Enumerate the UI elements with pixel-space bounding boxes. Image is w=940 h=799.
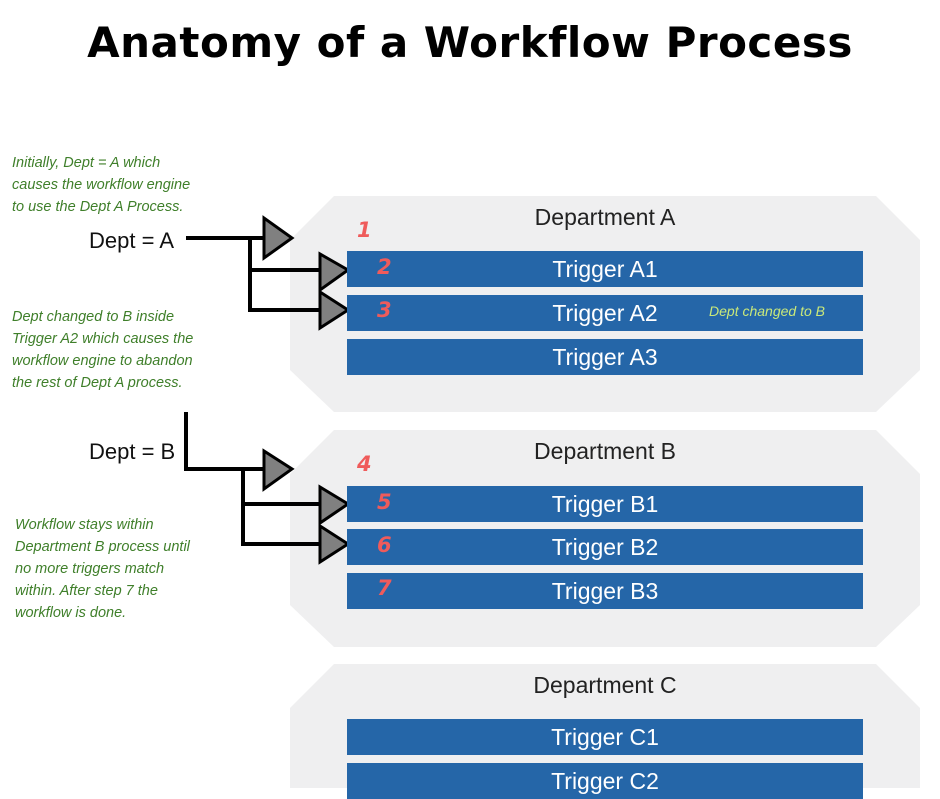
dept-a-flow-connector (186, 236, 320, 312)
trigger-a2: Trigger A2 Dept changed to B (347, 295, 863, 331)
trigger-label: Trigger B3 (551, 577, 659, 604)
trigger-label: Trigger B2 (551, 533, 659, 560)
note-changed: Dept changed to B inside Trigger A2 whic… (12, 306, 193, 394)
trigger-b1: Trigger B1 (347, 486, 863, 522)
note-line: Trigger A2 which causes the (12, 331, 194, 347)
note-stays: Workflow stays within Department B proce… (15, 514, 190, 624)
trigger-label: Trigger B1 (551, 490, 659, 517)
dept-b-value: Dept = B (89, 439, 176, 464)
note-line: to use the Dept A Process. (12, 199, 184, 215)
department-c-label: Department C (533, 672, 677, 698)
note-line: Initially, Dept = A which (12, 155, 161, 171)
step-number: 6 (377, 533, 392, 557)
note-line: no more triggers match (15, 561, 165, 577)
department-b-label: Department B (534, 438, 676, 464)
arrowhead-icon (318, 484, 351, 526)
step-number: 5 (377, 490, 392, 514)
arrowhead-icon (318, 289, 351, 331)
trigger-b3: Trigger B3 (347, 573, 863, 609)
note-line: the rest of Dept A process. (12, 375, 183, 391)
step-number: 1 (357, 218, 372, 242)
arrowhead-icon (318, 523, 351, 565)
trigger-a2-note: Dept changed to B (709, 303, 825, 319)
dept-a-value: Dept = A (89, 228, 175, 253)
note-line: causes the workflow engine (12, 177, 191, 193)
arrowhead-icon (262, 215, 295, 261)
step-number: 7 (377, 576, 392, 600)
trigger-a1: Trigger A1 (347, 251, 863, 287)
trigger-c1: Trigger C1 (347, 719, 863, 755)
note-line: within. After step 7 the (15, 583, 158, 599)
department-a-label: Department A (534, 204, 676, 230)
trigger-label: Trigger A3 (552, 343, 658, 370)
trigger-c2: Trigger C2 (347, 763, 863, 799)
trigger-label: Trigger C1 (551, 723, 659, 750)
page-title: Anatomy of a Workflow Process (87, 18, 853, 67)
note-line: Dept changed to B inside (12, 309, 175, 325)
trigger-b2: Trigger B2 (347, 529, 863, 565)
trigger-label: Trigger A2 (552, 299, 658, 326)
arrowhead-icon (318, 251, 351, 293)
step-number: 2 (377, 255, 392, 279)
note-line: Workflow stays within (15, 517, 154, 533)
step-number: 3 (377, 298, 392, 322)
trigger-label: Trigger C2 (551, 767, 659, 794)
note-line: workflow engine to abandon (12, 353, 193, 369)
trigger-label: Trigger A1 (552, 255, 658, 282)
arrowhead-icon (262, 448, 295, 492)
step-number: 4 (357, 452, 372, 476)
note-initial: Initially, Dept = A which causes the wor… (12, 152, 190, 218)
note-line: Department B process until (15, 539, 190, 555)
note-line: workflow is done. (15, 605, 127, 621)
trigger-a3: Trigger A3 (347, 339, 863, 375)
dept-b-flow-connector (184, 412, 320, 546)
